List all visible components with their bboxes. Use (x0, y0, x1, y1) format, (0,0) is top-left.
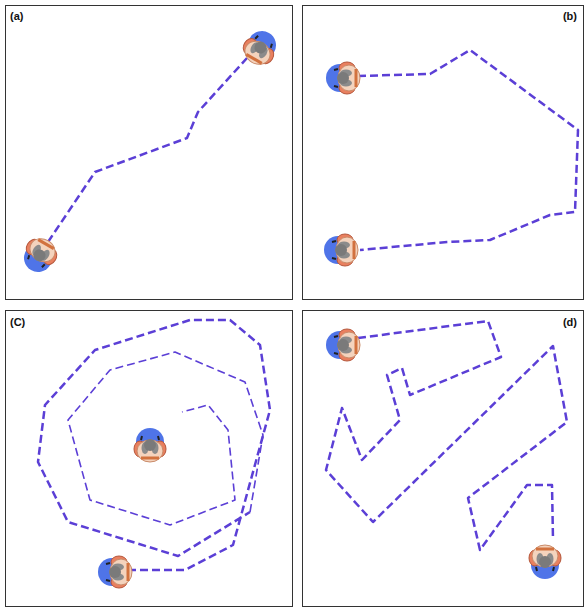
panel-label: (a) (10, 10, 23, 22)
panel-label: (C) (10, 316, 25, 328)
panel-label: (d) (563, 316, 577, 328)
panel-label: (b) (563, 10, 577, 22)
